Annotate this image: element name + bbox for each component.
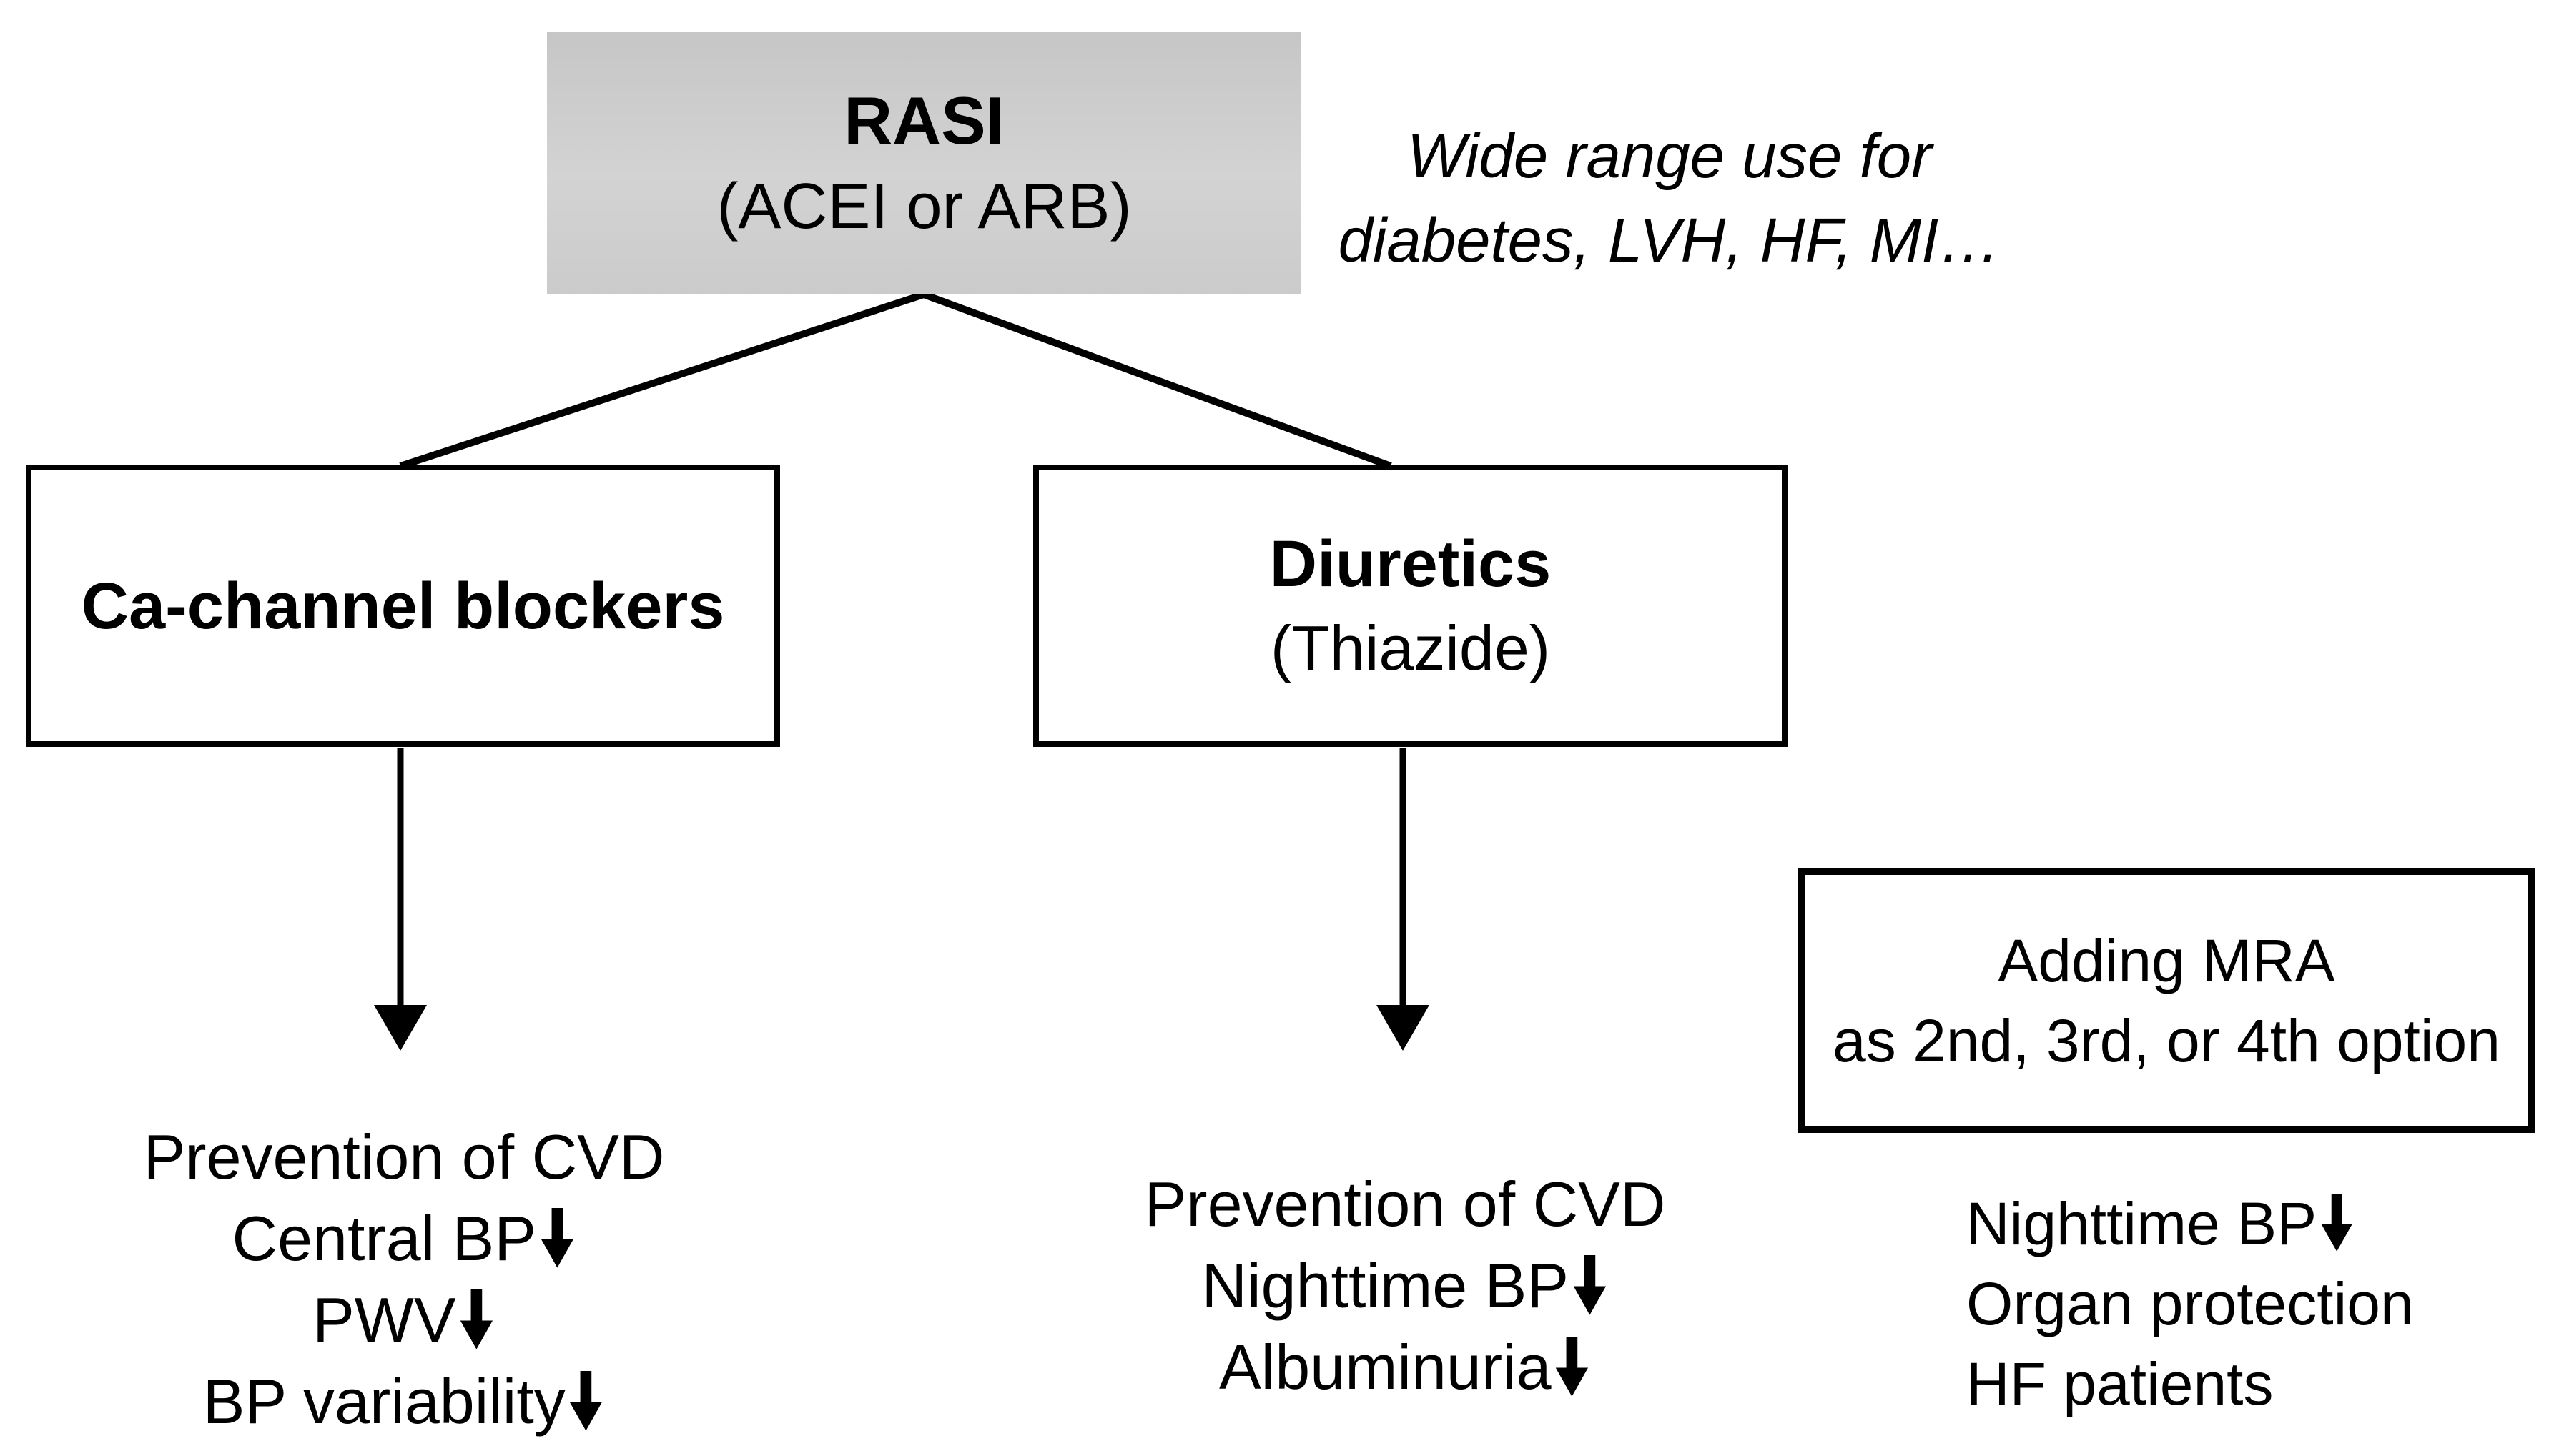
down-arrow-icon [570,1370,603,1431]
outcome-line: PWV [43,1279,765,1361]
outcome-line: Prevention of CVD [1044,1164,1766,1245]
outcome-text: Organ protection [1966,1270,2414,1337]
outcome-line: Central BP [43,1198,765,1279]
down-arrow-icon [541,1207,573,1268]
diuretics-box: Diuretics (Thiazide) [1033,465,1788,747]
rasi-box: RASI (ACEI or ARB) [547,32,1301,294]
diuretics-outcomes-list: Prevention of CVD Nighttime BP Albuminuria [1044,1164,1766,1408]
ca-channel-blockers-title: Ca-channel blockers [81,569,725,643]
connector-root-to-diuretics [922,291,1392,470]
outcome-line: Albuminuria [1044,1327,1766,1408]
outcome-text: BP variability [202,1366,566,1437]
diuretics-subtitle: (Thiazide) [1270,612,1551,683]
ccb-outcomes-list: Prevention of CVD Central BP PWV BP variabi… [43,1116,765,1442]
outcome-text: Prevention of CVD [143,1121,665,1192]
connector-root-to-ccb [399,291,925,470]
down-arrow-icon [1573,1254,1606,1315]
wide-range-note: Wide range use for diabetes, LVH, HF, MI… [1319,114,2020,283]
outcome-line: Nighttime BP [1044,1245,1766,1327]
outcome-text: Nighttime BP [1966,1190,2317,1257]
outcome-text: Prevention of CVD [1144,1169,1666,1239]
outcome-line: HF patients [1966,1344,2545,1424]
mra-line: Adding MRA [1998,927,2335,994]
adding-mra-box: Adding MRA as 2nd, 3rd, or 4th option [1798,868,2535,1133]
arrow-ccb-head-icon [374,1005,427,1051]
outcome-line: Organ protection [1966,1264,2545,1344]
outcome-line: BP variability [43,1361,765,1442]
down-arrow-icon [460,1289,493,1349]
note-line: Wide range use for [1406,122,1933,191]
outcome-line: Nighttime BP [1966,1184,2545,1264]
outcome-text: HF patients [1966,1350,2274,1417]
down-arrow-icon [2321,1194,2352,1252]
outcome-line: Prevention of CVD [43,1116,765,1198]
mra-outcomes-list: Nighttime BP Organ protection HF patients [1966,1184,2545,1424]
outcome-text: Nighttime BP [1201,1250,1569,1321]
ca-channel-blockers-box: Ca-channel blockers [26,465,780,747]
outcome-text: Central BP [232,1203,537,1274]
arrow-diuretics-head-icon [1376,1005,1429,1051]
mra-line: as 2nd, 3rd, or 4th option [1833,1007,2500,1074]
rasi-subtitle: (ACEI or ARB) [716,170,1132,242]
note-line: diabetes, LVH, HF, MI… [1338,206,2001,275]
rasi-title: RASI [844,82,1005,158]
outcome-text: Albuminuria [1218,1332,1552,1402]
down-arrow-icon [1556,1336,1589,1397]
diuretics-title: Diuretics [1269,527,1552,600]
outcome-text: PWV [312,1284,456,1355]
